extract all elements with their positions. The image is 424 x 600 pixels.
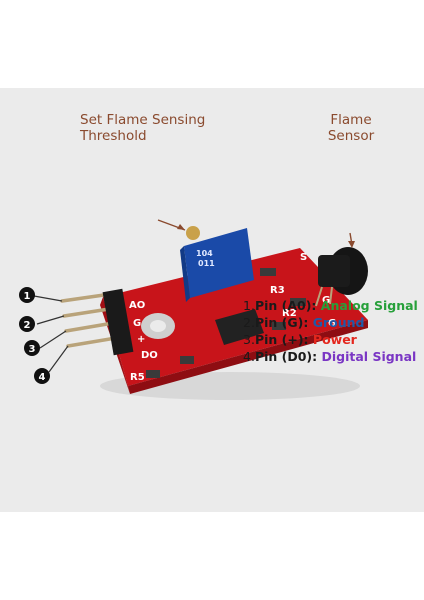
label-g2: G [328,318,336,329]
label-r5: R5 [130,372,145,383]
legend-row: 1.Pin (A0): Analog Signal [243,298,418,313]
label-ao: AO [129,300,145,311]
pin-legend: 1.Pin (A0): Analog Signal 2.Pin (G): Gro… [243,297,418,365]
mounting-hole [141,313,175,339]
silkscreen-labels: AO G + DO R5 R3 R2 S G G 104 011 [129,249,336,383]
label-g-pin: G [133,318,141,329]
pin-markers: 1 2 3 4 [19,287,69,384]
flame-sensor-led [315,247,368,307]
label-pot-code-2: 011 [198,259,215,268]
marker-2: 2 [24,320,31,331]
label-plus: + [137,334,145,345]
threshold-line-1: Set Flame Sensing [80,112,206,128]
marker-1: 1 [24,291,31,302]
smd-components [146,268,306,378]
legend-row: 2.Pin (G): Ground [243,315,365,330]
label-s: S [300,252,307,263]
label-r3: R3 [270,285,285,296]
label-g1: G [322,295,330,306]
label-pot-code-1: 104 [196,249,213,258]
sensor-line-1: Flame [330,112,372,128]
threshold-line-2: Threshold [80,128,147,144]
sensor-annotation: Flame Sensor [316,112,386,144]
label-do: DO [141,350,158,361]
label-r2: R2 [282,308,297,319]
marker-3: 3 [29,344,36,355]
threshold-arrowhead [177,224,185,230]
sensor-arrowhead [348,241,355,248]
flame-sensor-module-image: AO G + DO R5 R3 R2 S G G 104 011 1 2 [19,219,368,400]
potentiometer [180,226,254,302]
product-photo: AO G + DO R5 R3 R2 S G G 104 011 1 2 [0,88,424,512]
legend-row: 4.Pin (D0): Digital Signal [243,349,417,364]
comparator-chip [215,309,264,345]
threshold-annotation: Set Flame Sensing Threshold [80,112,220,144]
legend-row: 3.Pin (+): Power [243,332,357,347]
pin-header-block [102,288,134,356]
sensor-line-2: Sensor [327,128,375,144]
marker-4: 4 [39,372,46,383]
